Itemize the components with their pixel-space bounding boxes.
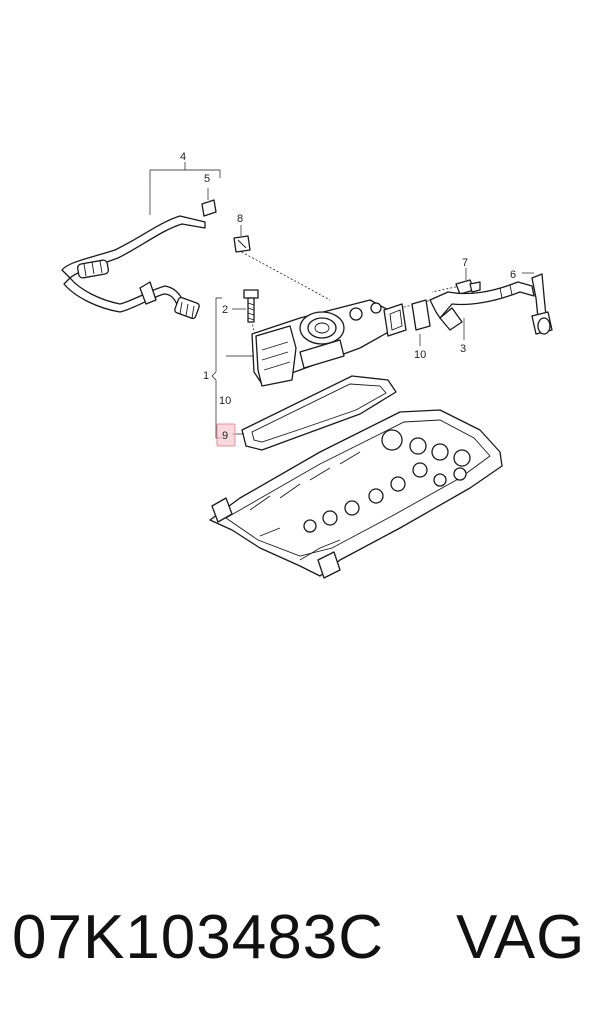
assembly-guide-line <box>237 249 331 301</box>
cylinder-head <box>209 409 503 579</box>
callout-label-10: 10 <box>219 395 231 407</box>
callout-label-2: 2 <box>222 304 228 316</box>
oil-separator <box>226 299 393 387</box>
connector <box>522 272 553 335</box>
flange <box>383 299 431 346</box>
callout-label-4: 4 <box>180 151 186 163</box>
callout-label-10: 10 <box>414 349 426 361</box>
brand-name: VAG <box>456 903 586 972</box>
exploded-parts-diagram: 4 5 8 7 6 2 10 3 1 10 9 <box>61 151 553 579</box>
hose-clamp <box>233 225 251 253</box>
callout-label-8: 8 <box>237 213 243 225</box>
assembly-guide-line <box>431 285 461 293</box>
gasket <box>232 375 397 451</box>
callout-label-5: 5 <box>204 173 210 185</box>
bolt <box>455 268 481 295</box>
bracket-group-1 <box>211 297 222 439</box>
bracket-group-4 <box>149 162 221 178</box>
callout-label-1: 1 <box>203 370 209 382</box>
bolt <box>232 289 259 323</box>
part-footer: 07K103483C VAG <box>0 888 600 988</box>
clip <box>201 188 217 217</box>
callout-label-9: 9 <box>222 430 228 442</box>
callout-label-7: 7 <box>462 257 468 269</box>
callout-highlight <box>216 423 236 447</box>
part-number: 07K103483C <box>12 903 384 972</box>
callout-label-3: 3 <box>460 343 466 355</box>
callout-label-6: 6 <box>510 269 516 281</box>
breather-hose <box>61 215 206 320</box>
pcv-hose <box>429 281 535 340</box>
